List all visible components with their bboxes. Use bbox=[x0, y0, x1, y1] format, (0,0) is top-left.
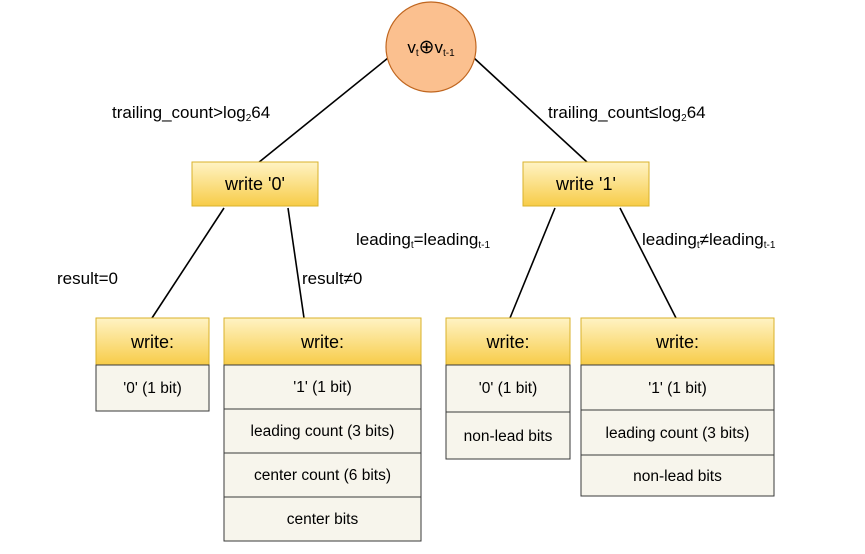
table-row bbox=[580, 454, 775, 497]
edge-label-leading-equal: leadingt=leadingt-1 bbox=[356, 230, 490, 251]
table-row bbox=[223, 364, 422, 410]
edge-label-trailing-greater: trailing_count>log264 bbox=[112, 103, 270, 124]
table-row bbox=[223, 452, 422, 498]
table-result-nonzero: write: '1' (1 bit) leading count (3 bits… bbox=[223, 317, 422, 542]
table-cell: center bits bbox=[287, 511, 359, 528]
table-cell: center count (6 bits) bbox=[254, 467, 391, 484]
edge-write1-to-lead-notequal bbox=[619, 207, 677, 319]
table-cell: '1' (1 bit) bbox=[648, 380, 706, 397]
table-cell: '1' (1 bit) bbox=[293, 379, 351, 396]
table-row bbox=[580, 364, 775, 411]
write1-box bbox=[522, 161, 650, 207]
edge-write0-to-result-zero bbox=[151, 207, 225, 319]
edge-write0-to-result-nonzero bbox=[287, 207, 305, 319]
table-header-label: write: bbox=[655, 332, 699, 352]
edge-root-to-write0 bbox=[257, 57, 389, 164]
table-header-label: write: bbox=[300, 332, 344, 352]
write1-node: write '1' bbox=[522, 161, 650, 207]
edge-write1-to-lead-equal bbox=[509, 207, 556, 319]
table-header bbox=[580, 317, 775, 366]
table-cell: non-lead bits bbox=[633, 468, 722, 485]
table-row bbox=[445, 364, 571, 413]
table-cell: leading count (3 bits) bbox=[606, 425, 750, 442]
table-leading-notequal: write: '1' (1 bit) leading count (3 bits… bbox=[580, 317, 775, 497]
table-cell: '0' (1 bit) bbox=[123, 380, 181, 397]
table-row bbox=[223, 408, 422, 454]
table-row bbox=[223, 496, 422, 542]
table-cell: '0' (1 bit) bbox=[479, 380, 537, 397]
table-header-label: write: bbox=[130, 332, 174, 352]
table-row bbox=[95, 364, 210, 412]
write0-node: write '0' bbox=[191, 161, 319, 207]
write0-label: write '0' bbox=[224, 174, 285, 194]
table-header bbox=[445, 317, 571, 366]
table-header-label: write: bbox=[485, 332, 529, 352]
table-leading-equal: write: '0' (1 bit) non-lead bits bbox=[445, 317, 571, 460]
table-row bbox=[580, 409, 775, 456]
write0-box bbox=[191, 161, 319, 207]
table-header bbox=[223, 317, 422, 366]
write1-label: write '1' bbox=[555, 174, 616, 194]
edge-label-trailing-lessequal: trailing_count≤log264 bbox=[548, 103, 706, 124]
table-result-zero: write: '0' (1 bit) bbox=[95, 317, 210, 412]
root-node: vt⊕vt-1 bbox=[385, 1, 477, 93]
root-label: vt⊕vt-1 bbox=[407, 37, 455, 59]
table-cell: non-lead bits bbox=[464, 428, 553, 445]
edge-label-result-zero: result=0 bbox=[57, 269, 118, 288]
edge-root-to-write1 bbox=[473, 57, 589, 164]
edge-label-result-nonzero: result≠0 bbox=[302, 269, 362, 288]
table-header bbox=[95, 317, 210, 366]
table-row bbox=[445, 411, 571, 460]
table-cell: leading count (3 bits) bbox=[251, 423, 395, 440]
edge-label-leading-notequal: leadingt≠leadingt-1 bbox=[642, 230, 776, 251]
root-circle bbox=[385, 1, 477, 93]
